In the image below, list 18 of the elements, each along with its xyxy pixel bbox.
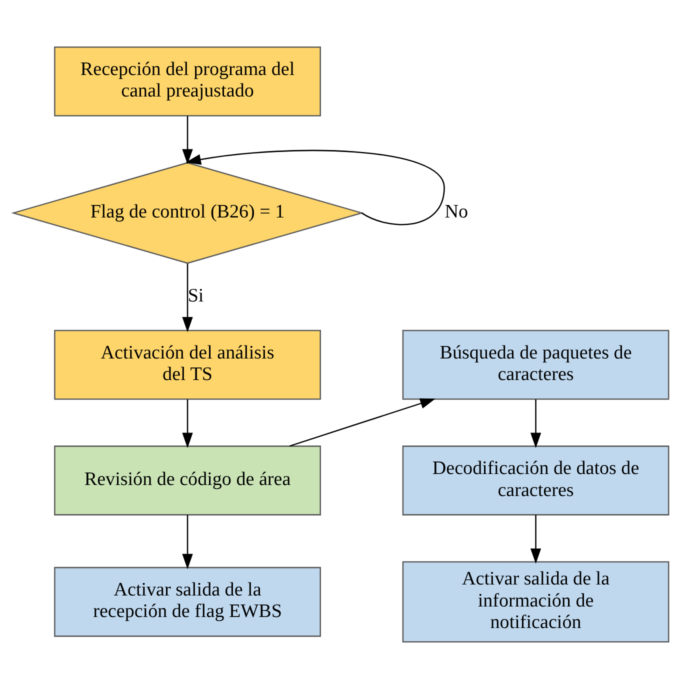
node-box: Activar salida de la información de notificación	[402, 560, 670, 642]
edge-label: No	[444, 200, 468, 222]
node-box: Recepción del programa del canal preajustado	[54, 46, 321, 116]
edge-label: Si	[188, 284, 204, 306]
node-box: Activar salida de la recepción de flag EWBS	[54, 566, 321, 636]
node-box: Revisión de código de área	[54, 445, 321, 515]
arrow	[182, 263, 193, 332]
arrow	[182, 398, 193, 448]
arrow	[182, 514, 193, 569]
node-box: Activación del análisis del TS	[54, 329, 321, 400]
arrow	[186, 149, 445, 225]
node-diamond: Flag de control (B26) = 1	[11, 162, 364, 264]
node-box: Búsqueda de paquetes de caracteres	[402, 329, 670, 400]
arrow	[530, 514, 542, 564]
arrow	[530, 398, 542, 448]
arrow	[289, 398, 436, 446]
node-box: Decodificación de datos de caracteres	[402, 445, 670, 515]
arrow	[182, 115, 193, 164]
